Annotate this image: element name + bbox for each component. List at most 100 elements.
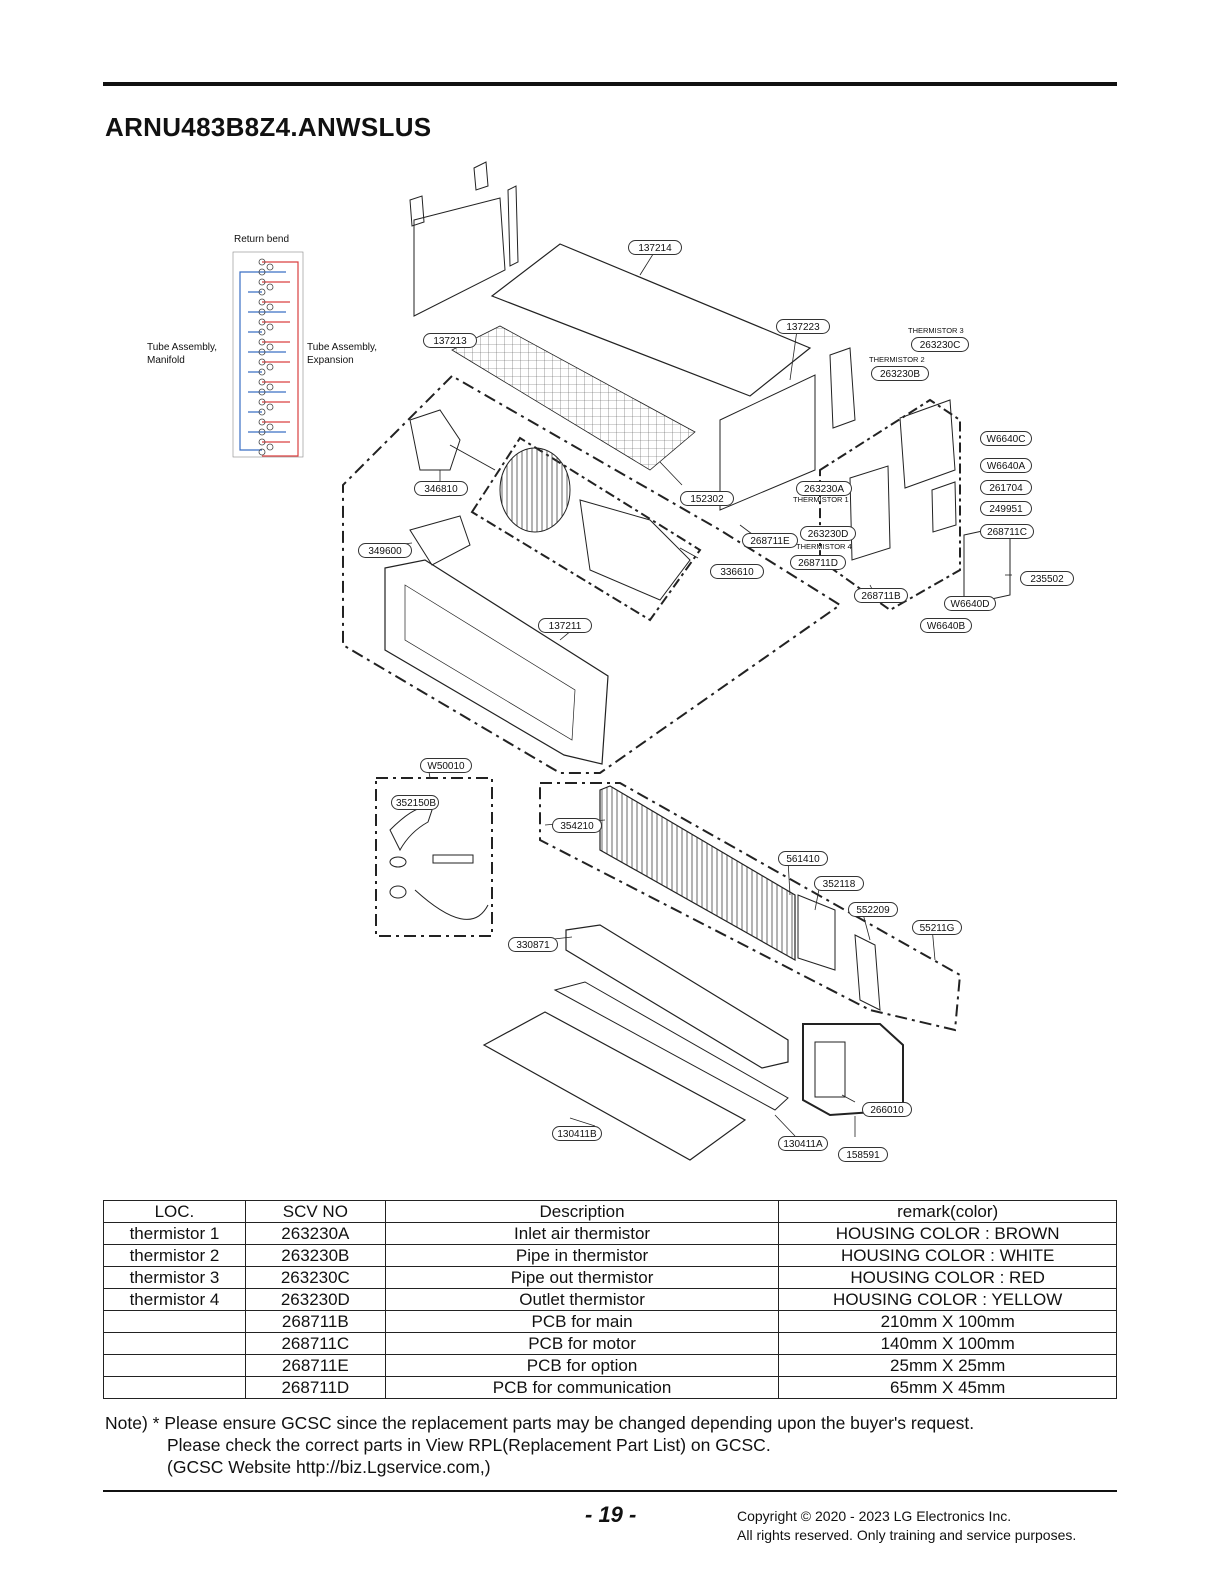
- thermistor-4-label: THERMISTOR 4: [796, 542, 852, 551]
- cell-loc: thermistor 4: [103, 1288, 246, 1311]
- callout-352150B: 352150B: [391, 795, 439, 810]
- table-row: 268711D PCB for communication 65mm X 45m…: [103, 1376, 1117, 1399]
- cell-loc: [103, 1310, 246, 1333]
- cell-loc: thermistor 1: [103, 1222, 246, 1245]
- cell-scv-no: 263230D: [244, 1288, 386, 1311]
- cell-description: Outlet thermistor: [384, 1288, 780, 1311]
- callout-249951: 249951: [980, 501, 1032, 516]
- callout-W6640A: W6640A: [980, 458, 1032, 473]
- callout-552209: 552209: [848, 902, 898, 917]
- cell-loc: thermistor 3: [103, 1266, 246, 1289]
- copyright-line-1: Copyright © 2020 - 2023 LG Electronics I…: [737, 1508, 1012, 1524]
- manifold-label-line2: Manifold: [147, 355, 185, 366]
- table-header-row: LOC. SCV NO Description remark(color): [103, 1200, 1117, 1223]
- cell-loc: [103, 1332, 246, 1355]
- callout-349600: 349600: [358, 543, 412, 558]
- callout-346810: 346810: [414, 481, 468, 496]
- cell-description: PCB for communication: [384, 1376, 780, 1399]
- callout-137213: 137213: [423, 333, 477, 348]
- cell-remark: HOUSING COLOR : RED: [778, 1266, 1117, 1289]
- table-row: thermistor 2 263230B Pipe in thermistor …: [103, 1244, 1117, 1267]
- callout-W50010: W50010: [420, 758, 472, 773]
- table-row: thermistor 4 263230D Outlet thermistor H…: [103, 1288, 1117, 1311]
- callout-130411B: 130411B: [552, 1126, 602, 1141]
- callout-130411A: 130411A: [778, 1136, 828, 1151]
- cell-remark: 210mm X 100mm: [778, 1310, 1117, 1333]
- table-row: thermistor 1 263230A Inlet air thermisto…: [103, 1222, 1117, 1245]
- cell-scv-no: 268711C: [244, 1332, 386, 1355]
- callout-352118: 352118: [814, 876, 864, 891]
- cell-scv-no: 268711B: [244, 1310, 386, 1333]
- callout-263230C: 263230C: [911, 337, 969, 352]
- cell-remark: HOUSING COLOR : BROWN: [778, 1222, 1117, 1245]
- cell-scv-no: 263230C: [244, 1266, 386, 1289]
- callout-268711D: 268711D: [790, 555, 846, 570]
- copyright-notice: Copyright © 2020 - 2023 LG Electronics I…: [737, 1507, 1076, 1545]
- callout-561410: 561410: [778, 851, 828, 866]
- callout-263230B: 263230B: [871, 366, 929, 381]
- callout-W6640C: W6640C: [980, 431, 1032, 446]
- cell-description: PCB for option: [384, 1354, 780, 1377]
- cell-loc: [103, 1354, 246, 1377]
- callout-336610: 336610: [710, 564, 764, 579]
- table-row: thermistor 3 263230C Pipe out thermistor…: [103, 1266, 1117, 1289]
- cell-description: PCB for main: [384, 1310, 780, 1333]
- table-row: 268711B PCB for main 210mm X 100mm: [103, 1310, 1117, 1333]
- cell-remark: HOUSING COLOR : YELLOW: [778, 1288, 1117, 1311]
- cell-remark: 25mm X 25mm: [778, 1354, 1117, 1377]
- bottom-rule: [103, 1490, 1117, 1492]
- callout-W6640D: W6640D: [944, 596, 996, 611]
- cell-scv-no: 263230A: [244, 1222, 386, 1245]
- callout-235502: 235502: [1020, 571, 1074, 586]
- cell-scv-no: 263230B: [244, 1244, 386, 1267]
- callout-268711B: 268711B: [854, 588, 908, 603]
- callout-354210: 354210: [552, 818, 602, 833]
- callout-268711E: 268711E: [742, 533, 798, 548]
- cell-scv-no: 268711E: [244, 1354, 386, 1377]
- callout-152302: 152302: [680, 491, 734, 506]
- thermistor-1-label: THERMISTOR 1: [793, 495, 849, 504]
- callout-268711C: 268711C: [980, 524, 1034, 539]
- cell-remark: HOUSING COLOR : WHITE: [778, 1244, 1117, 1267]
- manifold-label-line1: Tube Assembly,: [147, 342, 218, 353]
- manifold-schematic: [232, 251, 304, 458]
- callout-W6640B: W6640B: [920, 618, 972, 633]
- thermistor-3-label: THERMISTOR 3: [908, 326, 964, 335]
- page-title: ARNU483B8Z4.ANWSLUS: [105, 112, 432, 142]
- cell-description: Pipe in thermistor: [384, 1244, 780, 1267]
- note-line-3: (GCSC Website http://biz.Lgservice.com,): [167, 1457, 491, 1477]
- callout-137214: 137214: [628, 240, 682, 255]
- cell-description: PCB for motor: [384, 1332, 780, 1355]
- callout-137223: 137223: [776, 319, 830, 334]
- cell-description: Inlet air thermistor: [384, 1222, 780, 1245]
- callout-158591: 158591: [838, 1147, 888, 1162]
- expansion-label-line1: Tube Assembly,: [307, 342, 378, 353]
- exploded-view-diagram: [232, 161, 1012, 1161]
- cell-scv-no: 268711D: [244, 1376, 386, 1399]
- note-line-2: Please check the correct parts in View R…: [167, 1435, 771, 1455]
- header-description: Description: [384, 1200, 780, 1223]
- callout-55211G: 55211G: [912, 920, 962, 935]
- top-rule: [103, 82, 1117, 86]
- cell-loc: thermistor 2: [103, 1244, 246, 1267]
- page-number: - 19 -: [585, 1502, 637, 1527]
- callout-266010: 266010: [862, 1102, 912, 1117]
- copyright-line-2: All rights reserved. Only training and s…: [737, 1527, 1077, 1543]
- cell-remark: 65mm X 45mm: [778, 1376, 1117, 1399]
- note-line-1: Note) * Please ensure GCSC since the rep…: [105, 1413, 975, 1433]
- header-remark: remark(color): [778, 1200, 1117, 1223]
- parts-table: LOC. SCV NO Description remark(color) th…: [103, 1200, 1117, 1399]
- cell-loc: [103, 1376, 246, 1399]
- replacement-note: Note) * Please ensure GCSC since the rep…: [105, 1412, 974, 1478]
- return-bend-label: Return bend: [234, 234, 290, 245]
- header-scv-no: SCV NO: [244, 1200, 386, 1223]
- table-row: 268711C PCB for motor 140mm X 100mm: [103, 1332, 1117, 1355]
- expansion-label-line2: Expansion: [307, 355, 354, 366]
- header-loc: LOC.: [103, 1200, 246, 1223]
- callout-263230D: 263230D: [800, 526, 856, 541]
- table-row: 268711E PCB for option 25mm X 25mm: [103, 1354, 1117, 1377]
- callout-137211: 137211: [538, 618, 592, 633]
- callout-330871: 330871: [508, 937, 558, 952]
- cell-remark: 140mm X 100mm: [778, 1332, 1117, 1355]
- thermistor-2-label: THERMISTOR 2: [869, 355, 925, 364]
